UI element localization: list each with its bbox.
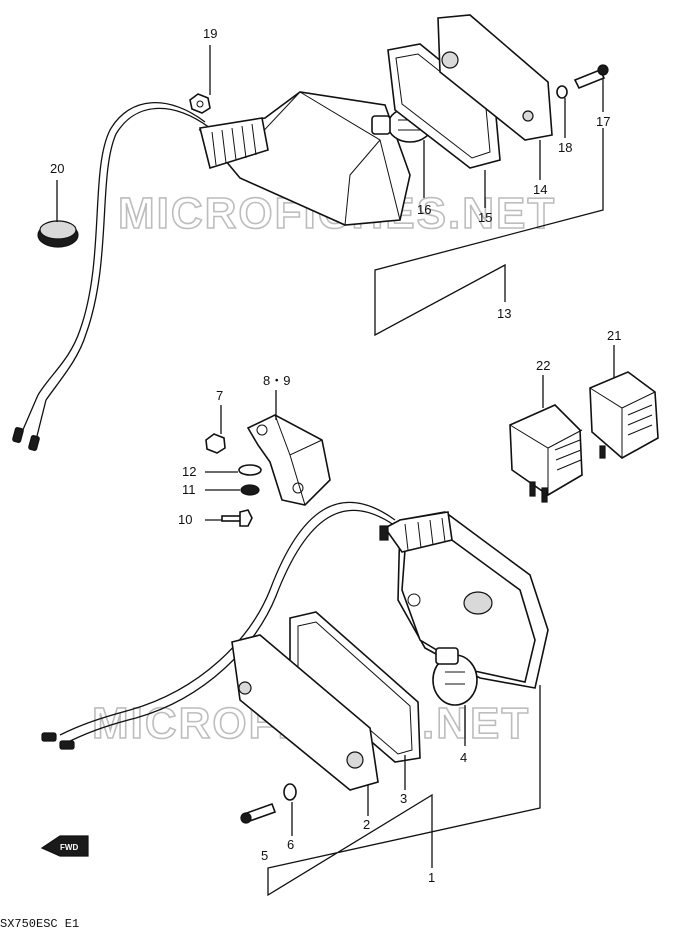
- relay-21-terminal: [599, 445, 606, 459]
- callout-14: 14: [533, 182, 547, 197]
- upper-lens-screw-hole: [441, 51, 459, 69]
- callout-numbers: 19 20 16 15 14 18 17 13 22 21 7 8・9 12 1…: [50, 26, 621, 885]
- lock-washer-11: [240, 484, 260, 496]
- callout-7: 7: [216, 388, 223, 403]
- lower-lens-hole-2: [346, 751, 364, 769]
- callout-8-9: 8・9: [263, 373, 290, 388]
- relay-22: [509, 404, 583, 496]
- lower-washer: [283, 783, 297, 801]
- callout-15: 15: [478, 210, 492, 225]
- fwd-label: FWD: [60, 843, 78, 852]
- lower-rubber-boot: [383, 511, 453, 553]
- callout-10: 10: [178, 512, 192, 527]
- upper-wire-leads: [21, 394, 47, 441]
- bolt-10-head: [239, 509, 253, 527]
- leader-lines: [56, 45, 615, 897]
- callout-16: 16: [417, 202, 431, 217]
- diagram-code: SX750ESC E1: [0, 917, 79, 930]
- lower-lens-hole: [238, 681, 252, 695]
- upper-lens: [437, 14, 553, 141]
- callout-13: 13: [497, 306, 511, 321]
- callout-17: 17: [596, 114, 610, 129]
- lower-socket-hole: [463, 591, 493, 615]
- callout-22: 22: [536, 358, 550, 373]
- bolt-10-shank: [221, 515, 243, 522]
- upper-turn-signal-assembly: [12, 14, 609, 451]
- upper-gasket-inner: [395, 53, 491, 159]
- callout-12: 12: [182, 464, 196, 479]
- lower-screw-head: [240, 812, 252, 824]
- callout-19: 19: [203, 26, 217, 41]
- nut-7: [205, 433, 226, 454]
- callout-1: 1: [428, 870, 435, 885]
- relay-21-edges: [589, 387, 656, 458]
- relay-21: [589, 371, 659, 459]
- upper-screw-head: [597, 64, 609, 76]
- callout-2: 2: [363, 817, 370, 832]
- lower-wire: [59, 501, 396, 736]
- lower-boot-ribs: [404, 517, 446, 551]
- upper-lens-screw-hole-2: [522, 110, 534, 122]
- lower-bulb-base: [435, 647, 459, 665]
- callout-11: 11: [182, 482, 196, 497]
- upper-connector-terminal: [12, 427, 24, 443]
- upper-wire-2: [45, 107, 211, 401]
- bracket-hole: [256, 424, 268, 436]
- callout-5: 5: [261, 848, 268, 863]
- callout-21: 21: [607, 328, 621, 343]
- upper-boot-ribs: [211, 123, 257, 166]
- relay-22-terminal-2: [541, 487, 548, 503]
- relay-22-terminal: [529, 481, 536, 497]
- relay-21-ribs: [627, 404, 653, 436]
- bracket-hardware: [205, 414, 331, 527]
- upper-lens-screw: [573, 68, 606, 90]
- upper-nut: [189, 93, 211, 114]
- upper-washer: [556, 85, 568, 99]
- callout-3: 3: [400, 791, 407, 806]
- upper-wire: [37, 102, 206, 396]
- upper-bulb-base: [371, 115, 391, 135]
- callout-18: 18: [558, 140, 572, 155]
- upper-lens-gasket: [387, 43, 501, 169]
- upper-connector-terminal-2: [28, 435, 40, 451]
- lower-connector-terminal-2: [59, 740, 75, 750]
- relay-22-ribs: [554, 439, 582, 471]
- washer-12: [238, 464, 262, 476]
- bracket: [246, 414, 331, 506]
- callout-6: 6: [287, 837, 294, 852]
- relay-22-edges: [509, 424, 583, 495]
- grommet-top: [39, 220, 77, 240]
- upper-nut-hole: [196, 100, 204, 108]
- relays: [509, 371, 659, 503]
- lower-stud: [379, 525, 389, 541]
- lower-housing-hole: [407, 593, 421, 607]
- lower-bulb-filament: [445, 671, 465, 685]
- lower-lens: [231, 634, 379, 791]
- bracket-edges: [274, 414, 323, 506]
- lower-turn-signal-assembly: [41, 501, 549, 824]
- callout-20: 20: [50, 161, 64, 176]
- callout-4: 4: [460, 750, 467, 765]
- fwd-arrow: FWD: [40, 835, 89, 857]
- lower-connector-terminal: [41, 732, 57, 742]
